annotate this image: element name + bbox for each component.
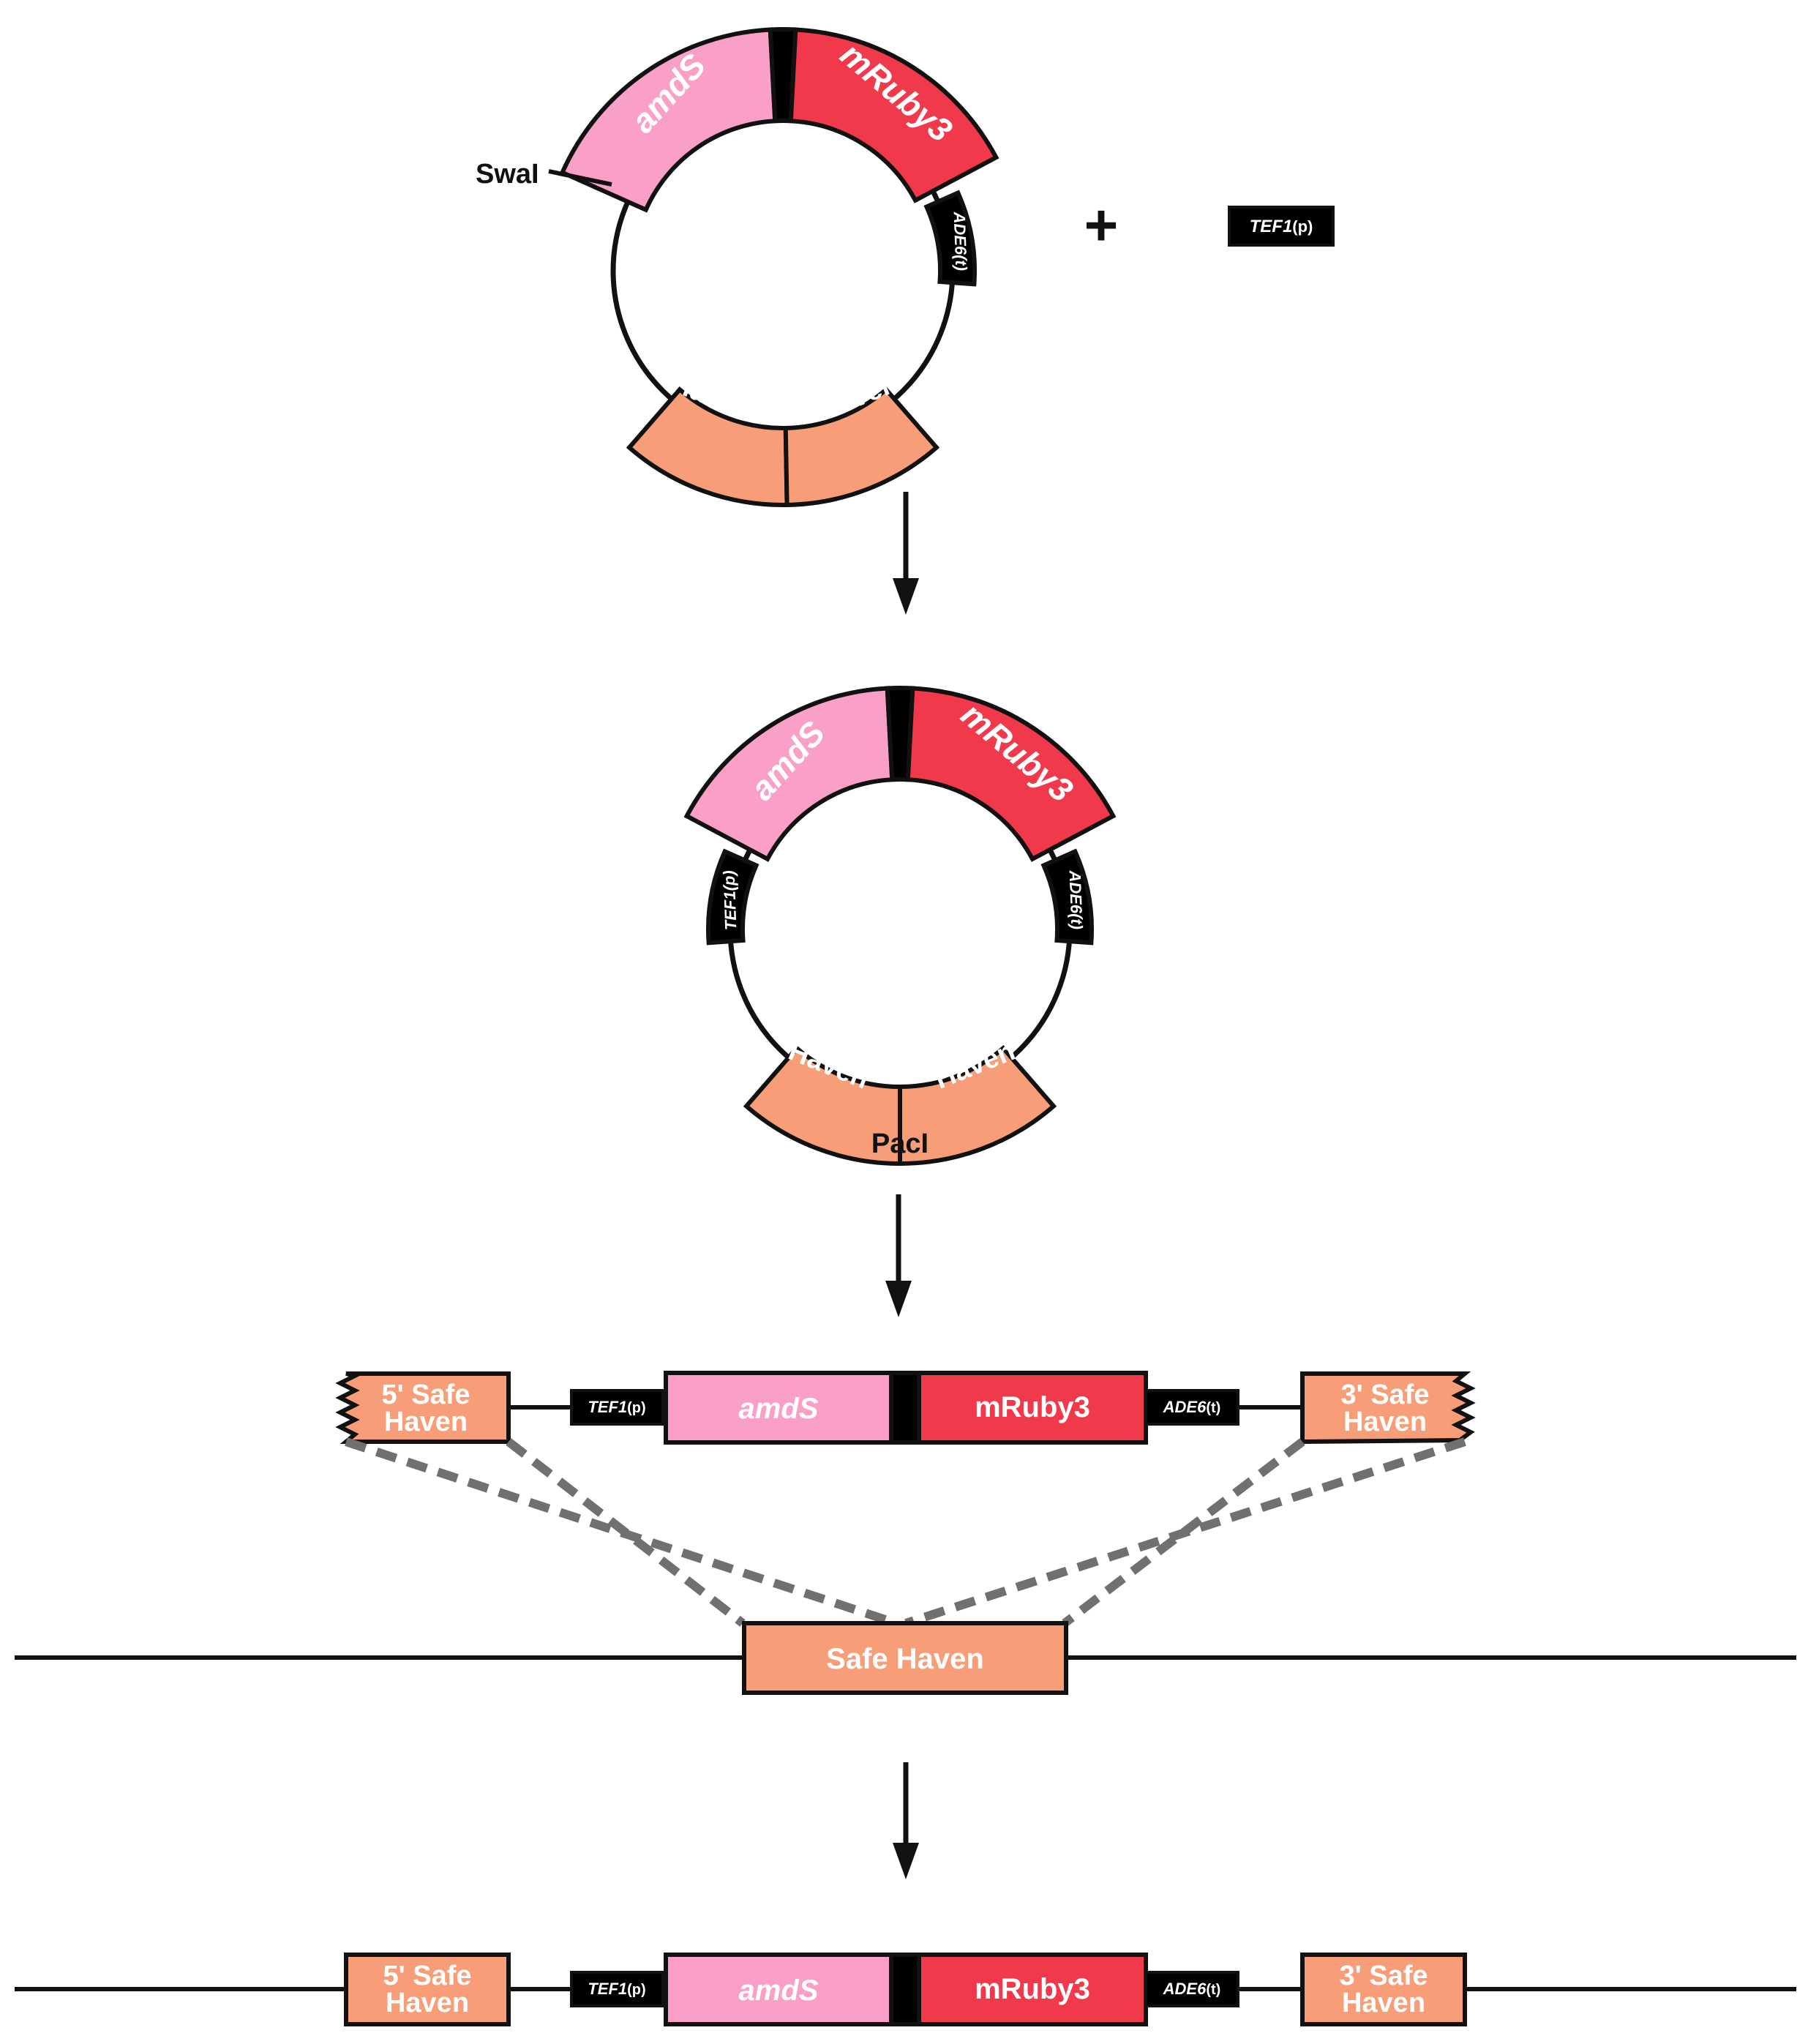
linear-tef1-sub: (p) <box>627 1400 646 1416</box>
linear-fragment: 5' Safe Haven TEF1(p) amdS mRuby3 ADE6(t… <box>335 1371 1476 1445</box>
tef1-fragment: TEF1(p) <box>1228 206 1335 247</box>
linear-amds-box <box>664 1371 893 1445</box>
top-3-safe-haven-segment <box>783 386 940 508</box>
linear-5-safe-haven-label-2: Haven <box>384 1407 468 1437</box>
final-mruby3-box <box>917 1953 1148 2026</box>
final-tef1-sub: (p) <box>627 1982 646 1998</box>
recombination-lines <box>345 1437 1466 1628</box>
final-5-safe-haven-box <box>344 1953 511 2026</box>
final-amds-box <box>664 1953 893 2026</box>
genome-safe-haven-box <box>742 1621 1068 1695</box>
final-3-safe-haven-box <box>1300 1953 1467 2026</box>
top-swai-tick <box>548 169 612 187</box>
middle-amds-segment <box>683 686 895 862</box>
arrow-2 <box>885 1194 912 1317</box>
linear-ade6-box <box>1144 1389 1239 1426</box>
middle-ade6-segment <box>1040 848 1094 946</box>
final-linker-box <box>889 1953 921 2026</box>
final-ade6-box <box>1144 1971 1239 2007</box>
middle-tef1-sub: (p) <box>720 870 739 891</box>
final-3-safe-haven-label-2: Haven <box>1342 1988 1425 2018</box>
top-amds-segment <box>559 27 778 213</box>
final-3-safe-haven-label-1: 3' Safe <box>1340 1961 1428 1991</box>
final-ade6-sub: (t) <box>1206 1982 1220 1998</box>
plus-sign: + <box>1084 192 1119 258</box>
genome-safe-haven-label: Safe Haven <box>826 1643 984 1675</box>
linear-amds-label: amdS <box>739 1393 819 1425</box>
middle-plasmid: amdS mRuby3 ADE6(t) TEF1(p) 5' Safe Have… <box>683 686 1117 1167</box>
middle-linker-segment <box>885 686 915 782</box>
tef1-fragment-sub: (p) <box>1292 217 1313 236</box>
tef1-fragment-box <box>1228 206 1335 247</box>
final-5-safe-haven-label-1: 5' Safe <box>383 1961 472 1991</box>
middle-paci-label: PacI <box>871 1128 929 1159</box>
middle-tef1-segment <box>706 848 759 946</box>
middle-5-safe-haven-segment <box>743 1045 902 1167</box>
final-tef1-label: TEF1(p) <box>588 1980 645 1998</box>
middle-mruby3-segment <box>905 686 1117 862</box>
top-swai-label: SwaI <box>476 159 539 190</box>
linear-mruby3-box <box>917 1371 1148 1445</box>
linear-mruby3-label: mRuby3 <box>975 1391 1090 1423</box>
linear-5-safe-haven-box <box>335 1371 511 1444</box>
final-amds-label: amdS <box>739 1974 819 2007</box>
middle-ade6-sub: (t) <box>1068 913 1087 930</box>
linear-5-safe-haven-label-1: 5' Safe <box>382 1379 470 1410</box>
top-ade6-sub: (t) <box>952 255 971 272</box>
top-ade6-label: ADE6(t) <box>950 211 971 271</box>
middle-3-safe-haven-segment <box>898 1045 1057 1167</box>
final-mruby3-label: mRuby3 <box>975 1973 1090 2005</box>
genome-locus: Safe Haven <box>15 1621 1796 1695</box>
final-ade6-label: ADE6(t) <box>1163 1980 1221 1998</box>
crossover-line-2 <box>506 1438 746 1627</box>
linear-tef1-box <box>570 1389 664 1426</box>
top-mruby3-segment <box>788 27 999 203</box>
linear-3-safe-haven-label-1: 3' Safe <box>1341 1379 1430 1410</box>
linear-linker-box <box>889 1371 921 1445</box>
top-plasmid: amdS mRuby3 ADE6(t) 5' Safe Haven 3' Saf… <box>476 27 999 508</box>
tef1-fragment-label: TEF1(p) <box>1250 217 1313 236</box>
arrow-1 <box>893 492 919 615</box>
top-ade6-segment <box>923 190 977 287</box>
final-5-safe-haven-label-2: Haven <box>386 1988 469 2018</box>
linear-3-safe-haven-label-2: Haven <box>1343 1407 1427 1437</box>
linear-ade6-sub: (t) <box>1206 1400 1220 1416</box>
arrow-3 <box>893 1762 919 1879</box>
final-locus: 5' Safe Haven TEF1(p) amdS mRuby3 ADE6(t… <box>15 1953 1796 2026</box>
middle-tef1-label: TEF1(p) <box>720 870 740 931</box>
linear-ade6-label: ADE6(t) <box>1163 1398 1221 1416</box>
top-linker-segment <box>768 27 798 124</box>
linear-tef1-label: TEF1(p) <box>588 1398 645 1416</box>
final-tef1-box <box>570 1971 664 2007</box>
middle-ade6-label: ADE6(t) <box>1066 869 1087 929</box>
top-5-safe-haven-segment <box>626 386 789 507</box>
crossover-line-4 <box>1062 1438 1305 1627</box>
